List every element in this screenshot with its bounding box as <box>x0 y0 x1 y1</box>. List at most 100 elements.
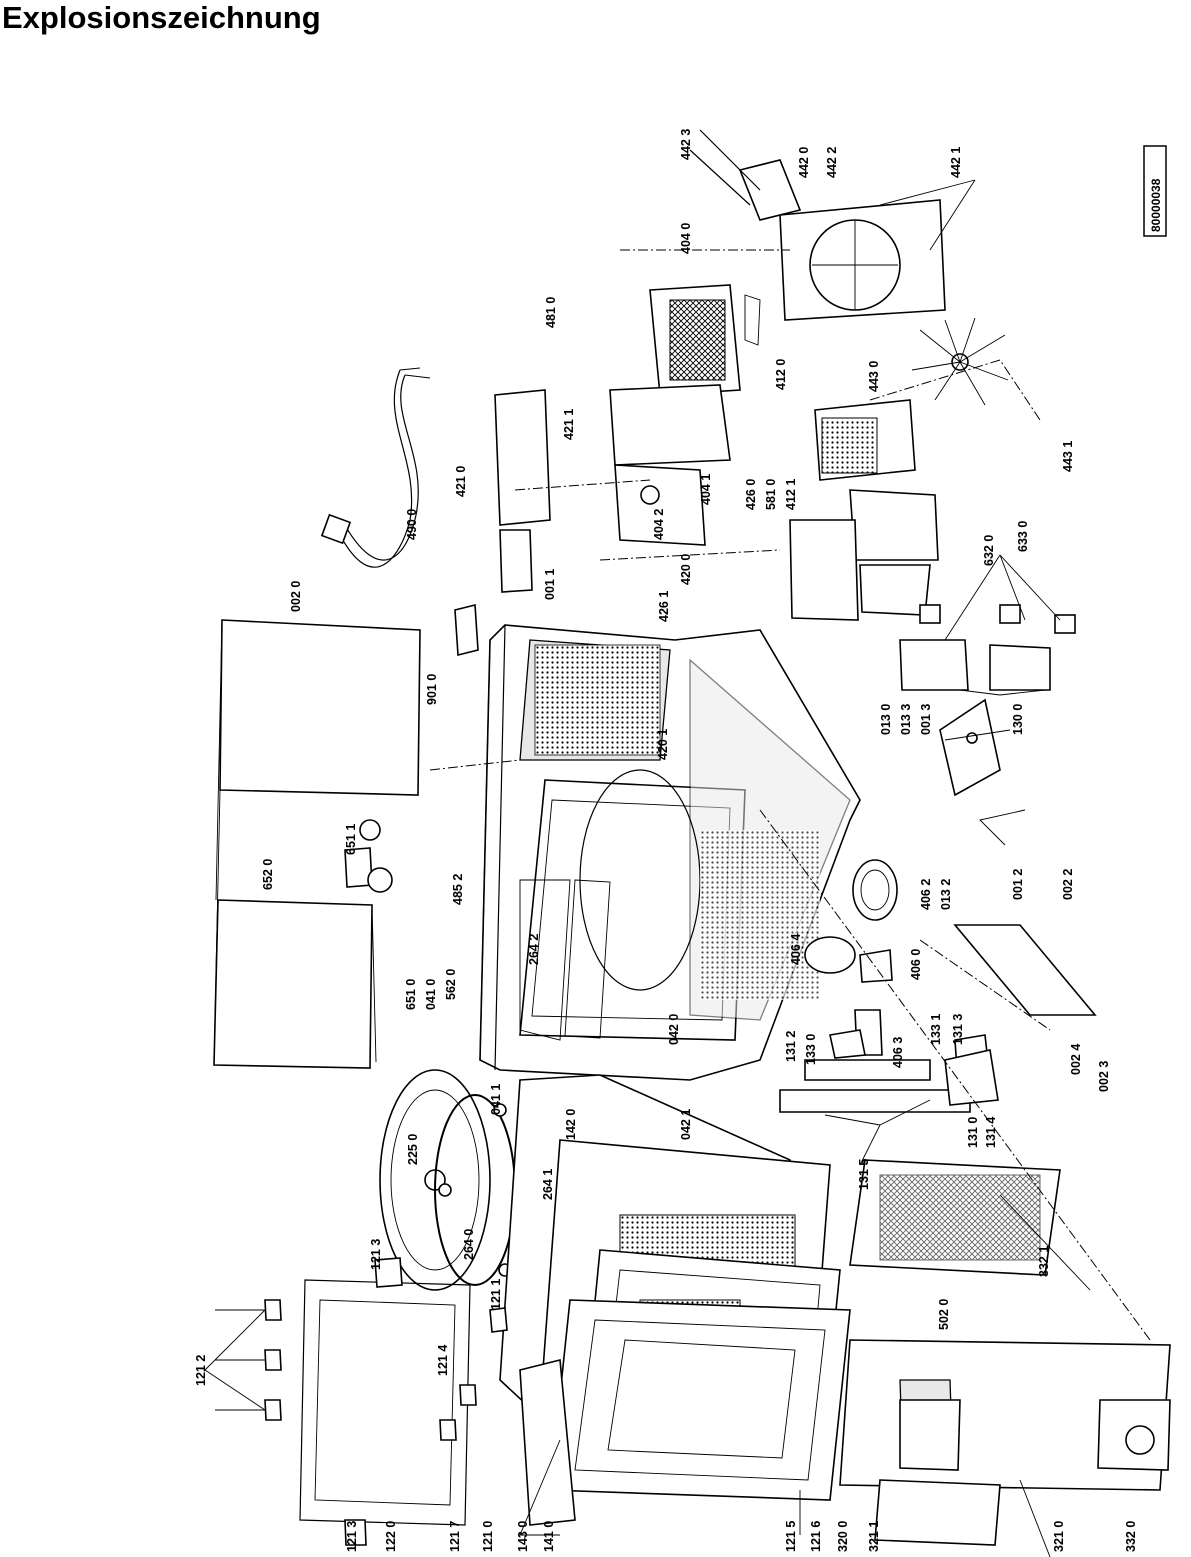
part-label-121-7: 121 7 <box>448 1521 462 1552</box>
door-inner-panel <box>549 1299 851 1501</box>
part-label-121-3-top: 121 3 <box>369 1239 383 1270</box>
part-label-133-1: 133 1 <box>929 1014 943 1045</box>
part-label-131-2: 131 2 <box>784 1031 798 1062</box>
part-label-632-0: 632 0 <box>982 535 996 566</box>
part-labels: 442 3 442 0 442 2 442 1 404 0 481 0 412 … <box>194 129 1138 1552</box>
part-label-002-3: 002 3 <box>1097 1061 1111 1092</box>
cavity-bottom-frame <box>264 1257 508 1546</box>
part-label-406-0: 406 0 <box>909 949 923 980</box>
leader-lines <box>204 179 1151 1536</box>
door-outer-panel <box>519 1358 576 1526</box>
part-label-651-0: 651 0 <box>404 979 418 1010</box>
part-label-264-1: 264 1 <box>541 1169 555 1200</box>
part-label-013-0: 013 0 <box>879 704 893 735</box>
part-label-001-3: 001 3 <box>919 704 933 735</box>
part-label-225-0: 225 0 <box>406 1134 420 1165</box>
lamp-assembly <box>344 603 479 893</box>
part-label-901-0: 901 0 <box>425 674 439 705</box>
part-label-481-0: 481 0 <box>544 297 558 328</box>
oven-cavity-frame <box>479 624 861 1081</box>
part-label-406-4: 406 4 <box>789 934 803 965</box>
part-label-442-2: 442 2 <box>825 147 839 178</box>
part-label-406-3: 406 3 <box>891 1037 905 1068</box>
part-label-143-0: 143 0 <box>516 1521 530 1552</box>
switch-assembly <box>899 604 1076 691</box>
part-label-042-1: 042 1 <box>679 1109 693 1140</box>
part-label-490-0: 490 0 <box>405 509 419 540</box>
part-label-404-0: 404 0 <box>679 223 693 254</box>
part-label-121-5: 121 5 <box>784 1521 798 1552</box>
part-label-581-0: 581 0 <box>764 479 778 510</box>
part-label-406-2: 406 2 <box>919 879 933 910</box>
part-label-141-0: 141 0 <box>542 1521 556 1552</box>
part-label-652-0: 652 0 <box>261 859 275 890</box>
part-label-332-0: 332 0 <box>1124 1521 1138 1552</box>
fan-blade <box>911 317 1009 406</box>
part-label-321-1: 321 1 <box>867 1521 881 1552</box>
part-label-131-0: 131 0 <box>966 1117 980 1148</box>
part-label-485-2: 485 2 <box>451 874 465 905</box>
part-label-426-0: 426 0 <box>744 479 758 510</box>
control-pcb <box>849 1159 1061 1276</box>
part-label-121-0: 121 0 <box>481 1521 495 1552</box>
part-label-412-1: 412 1 <box>784 479 798 510</box>
outer-casing <box>213 619 421 1069</box>
part-label-421-1: 421 1 <box>562 409 576 440</box>
bottom-cover-plate <box>919 924 1097 1031</box>
part-label-321-0: 321 0 <box>1052 1521 1066 1552</box>
control-bracket <box>494 389 551 593</box>
part-label-502-0: 502 0 <box>937 1299 951 1330</box>
part-label-320-0: 320 0 <box>836 1521 850 1552</box>
part-label-131-3: 131 3 <box>951 1014 965 1045</box>
part-label-442-3: 442 3 <box>679 129 693 160</box>
part-label-404-1: 404 1 <box>699 474 713 505</box>
part-label-131-5: 131 5 <box>857 1159 871 1190</box>
part-label-013-3: 013 3 <box>899 704 913 735</box>
power-cord <box>320 367 431 568</box>
part-label-121-6: 121 6 <box>809 1521 823 1552</box>
part-label-041-1: 041 1 <box>489 1084 503 1115</box>
fan-housing <box>689 129 946 321</box>
part-label-013-2: 013 2 <box>939 879 953 910</box>
part-label-443-0: 443 0 <box>867 361 881 392</box>
door-latch-levers <box>779 1029 999 1113</box>
part-label-130-0: 130 0 <box>1011 704 1025 735</box>
part-label-121-3-bottom: 121 3 <box>345 1521 359 1552</box>
part-label-420-1: 420 1 <box>656 729 670 760</box>
part-label-002-4: 002 4 <box>1069 1044 1083 1075</box>
part-label-131-4: 131 4 <box>984 1117 998 1148</box>
part-label-264-0: 264 0 <box>462 1229 476 1260</box>
part-label-002-2: 002 2 <box>1061 869 1075 900</box>
hinge-bracket <box>939 698 1001 797</box>
part-label-442-0: 442 0 <box>797 147 811 178</box>
transformer-assembly <box>609 284 761 546</box>
part-label-001-2: 001 2 <box>1011 869 1025 900</box>
page-title: Explosionszeichnung <box>2 0 321 35</box>
part-label-002-0: 002 0 <box>289 581 303 612</box>
part-label-633-0: 633 0 <box>1016 521 1030 552</box>
part-label-443-1: 443 1 <box>1061 441 1075 472</box>
part-label-121-1: 121 1 <box>489 1279 503 1310</box>
part-label-001-1: 001 1 <box>543 569 557 600</box>
part-label-562-0: 562 0 <box>444 969 458 1000</box>
high-voltage-capacitor-block <box>789 399 939 621</box>
part-label-122-0: 122 0 <box>384 1521 398 1552</box>
part-label-651-1: 651 1 <box>344 824 358 855</box>
part-label-142-0: 142 0 <box>564 1109 578 1140</box>
part-label-404-2: 404 2 <box>652 509 666 540</box>
part-label-412-0: 412 0 <box>774 359 788 390</box>
part-label-426-1: 426 1 <box>657 591 671 622</box>
part-label-041-0: 041 0 <box>424 979 438 1010</box>
part-label-133-0: 133 0 <box>804 1034 818 1065</box>
part-label-121-2: 121 2 <box>194 1355 208 1386</box>
part-label-121-4: 121 4 <box>436 1345 450 1376</box>
part-label-420-0: 420 0 <box>679 554 693 585</box>
control-knob-cover <box>874 1399 1001 1546</box>
part-label-264-2: 264 2 <box>527 934 541 965</box>
part-label-442-1: 442 1 <box>949 147 963 178</box>
document-number: 80000038 <box>1149 178 1163 232</box>
part-label-421-0: 421 0 <box>454 466 468 497</box>
document-number-box: 80000038 <box>1143 145 1167 237</box>
stirrer-parts <box>804 859 898 1056</box>
